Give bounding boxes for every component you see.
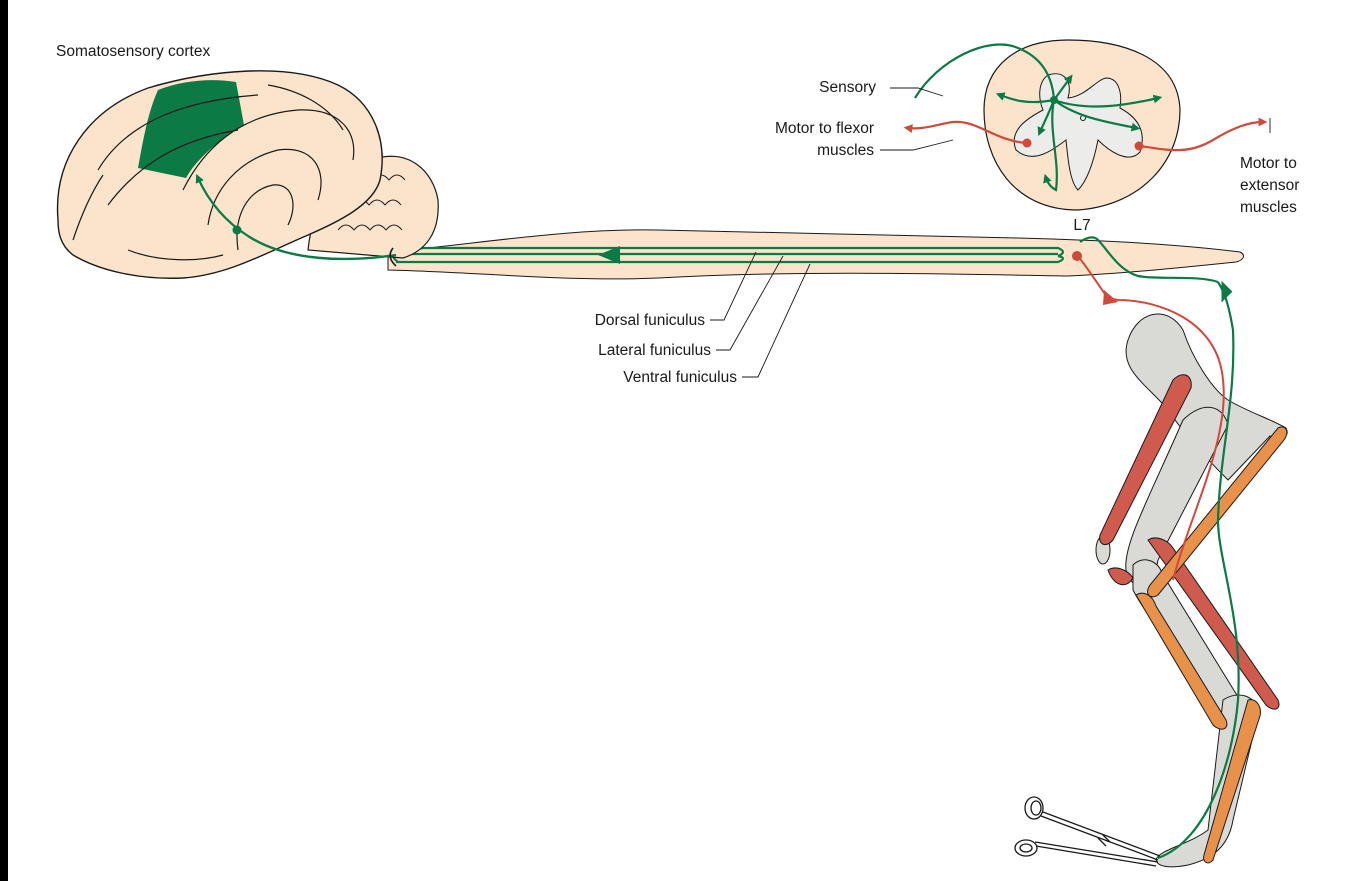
label-motor-extensor-2: extensor bbox=[1240, 177, 1299, 194]
diagram-canvas: Somatosensory cortex Sensory Motor to fl… bbox=[8, 0, 1355, 881]
flexor-motor-neuron bbox=[1023, 139, 1032, 148]
motor-flexor-leader bbox=[880, 140, 953, 150]
label-motor-extensor-1: Motor to bbox=[1240, 155, 1297, 172]
label-somatosensory-cortex: Somatosensory cortex bbox=[56, 43, 210, 60]
ventral-leader bbox=[742, 264, 810, 377]
brain bbox=[58, 71, 439, 278]
pathway-diagram: Somatosensory cortex Sensory Motor to fl… bbox=[8, 0, 1355, 881]
cord-cross-section bbox=[984, 40, 1180, 210]
thalamus-synapse bbox=[233, 226, 242, 235]
hind-limb bbox=[1096, 314, 1287, 867]
label-lateral-funiculus: Lateral funiculus bbox=[598, 342, 711, 359]
forceps-icon bbox=[1015, 797, 1160, 866]
label-ventral-funiculus: Ventral funiculus bbox=[623, 369, 737, 386]
label-motor-flexor-1: Motor to flexor bbox=[775, 120, 874, 137]
label-dorsal-funiculus: Dorsal funiculus bbox=[595, 312, 706, 329]
label-sensory: Sensory bbox=[819, 79, 876, 96]
extensor-motor-neuron bbox=[1135, 142, 1144, 151]
label-motor-flexor-2: muscles bbox=[817, 142, 874, 159]
label-segment: L7 bbox=[1073, 217, 1090, 234]
label-motor-extensor-3: muscles bbox=[1240, 199, 1297, 216]
